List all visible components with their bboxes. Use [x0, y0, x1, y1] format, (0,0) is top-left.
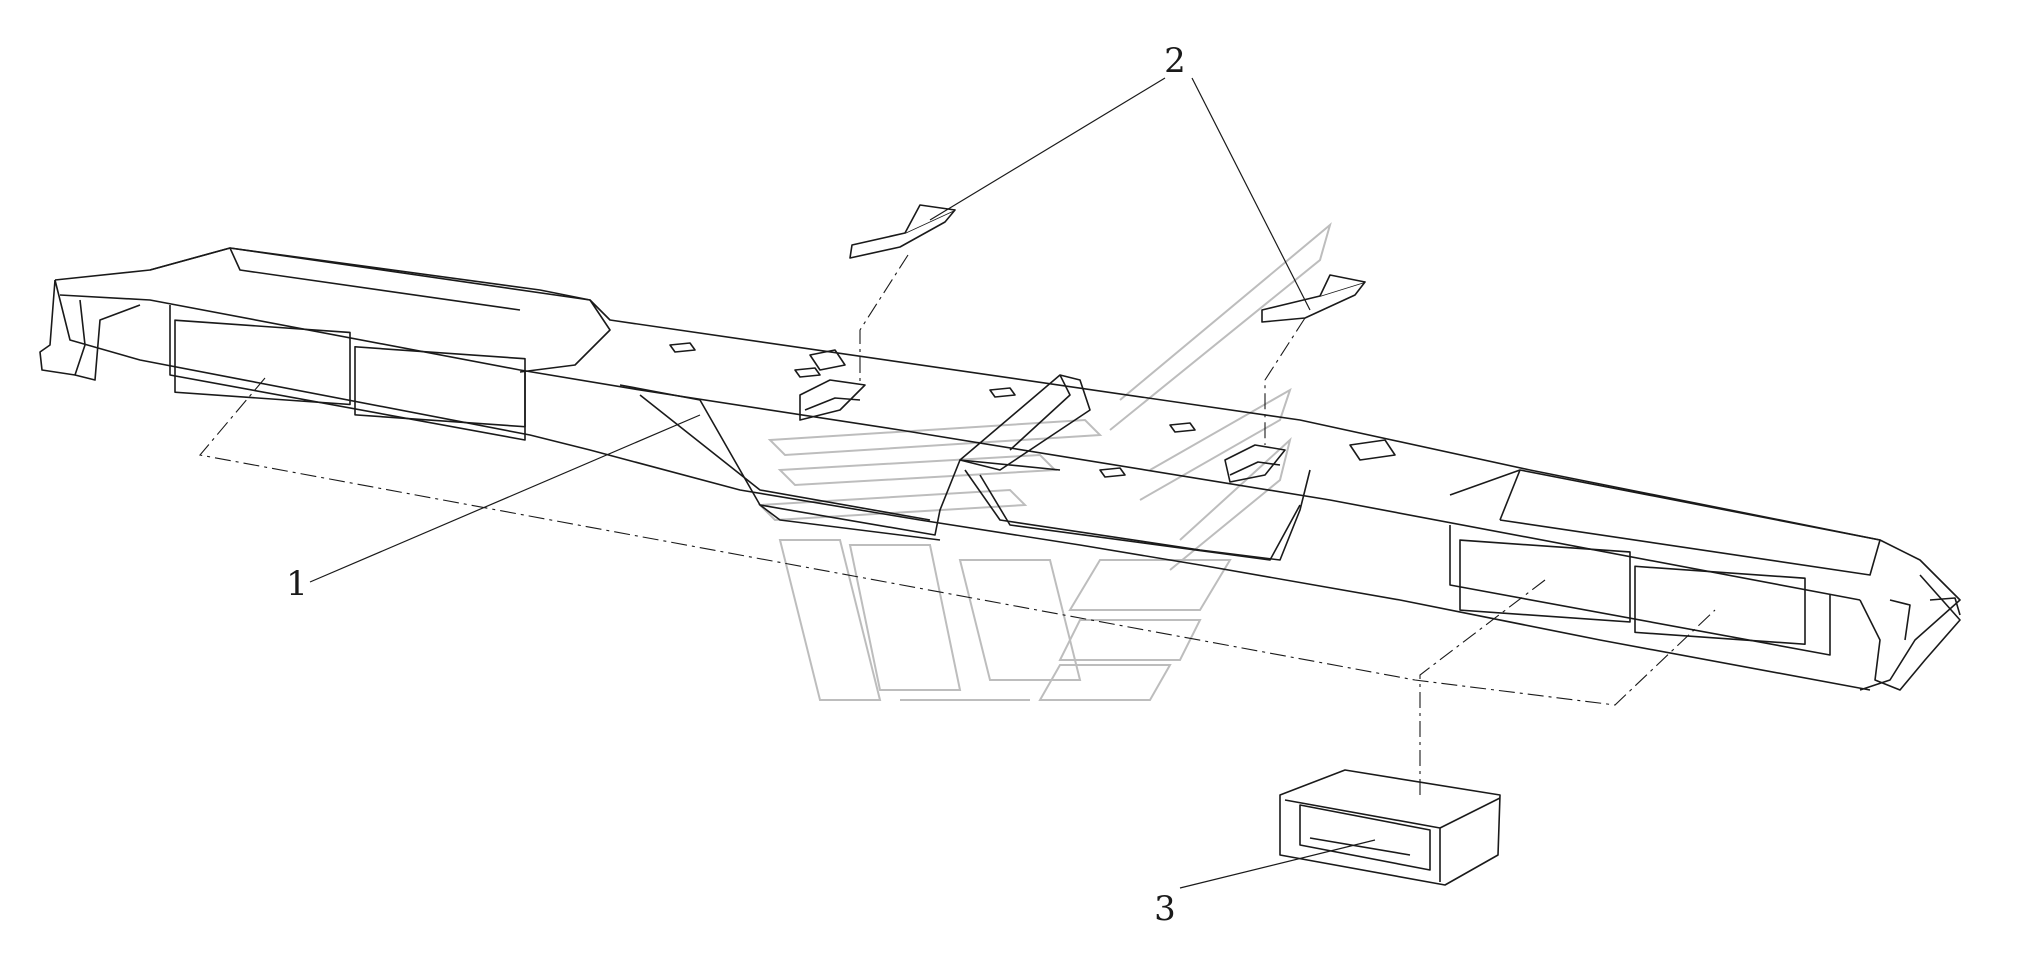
- right-clip-cap: [1261, 281, 1366, 323]
- left-vent-opening-b: [354, 346, 526, 428]
- vent-insert: [1279, 769, 1501, 886]
- callout-3: 3: [1154, 889, 1176, 929]
- leader-lines: [309, 77, 1376, 889]
- clip-caps: [849, 204, 1366, 323]
- right-clip-housing: [1224, 444, 1286, 483]
- callout-2: 2: [1164, 41, 1186, 81]
- left-clip-housing: [799, 379, 866, 421]
- right-vent-opening-b: [1634, 565, 1806, 646]
- assembly-lines: [198, 254, 1716, 800]
- right-vent-opening-a: [1459, 539, 1631, 623]
- callout-1: 1: [286, 564, 308, 604]
- main-duct-panel: [39, 247, 1961, 691]
- watermark-logo: [757, 222, 1332, 701]
- left-vent-opening-a: [174, 319, 351, 406]
